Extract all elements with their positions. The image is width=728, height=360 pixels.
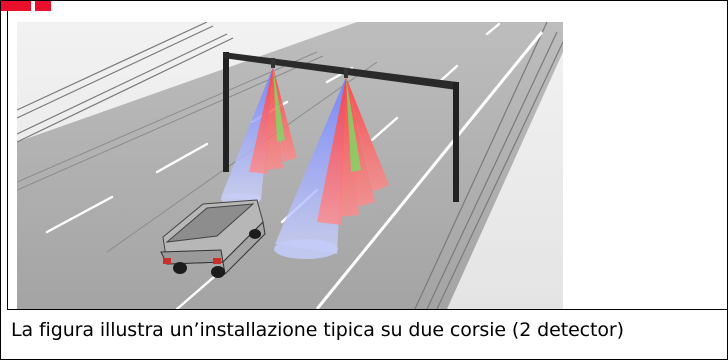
station-wagon: [160, 199, 266, 278]
brand-mark: [1, 1, 73, 13]
highway-detector-illustration: [17, 22, 563, 309]
edge-line: [315, 31, 544, 309]
detector-beams-lane-2: [274, 77, 389, 259]
detector-beams-lane-1: [221, 67, 297, 205]
left-rule: [7, 1, 8, 309]
right-guardrail: [414, 22, 563, 309]
caption-divider: [7, 309, 728, 310]
figure-caption: La figura illustra un’installazione tipi…: [11, 319, 624, 341]
left-guardrail: [17, 22, 234, 143]
road-surface: [17, 22, 563, 309]
overhead-gantry: [223, 52, 459, 202]
